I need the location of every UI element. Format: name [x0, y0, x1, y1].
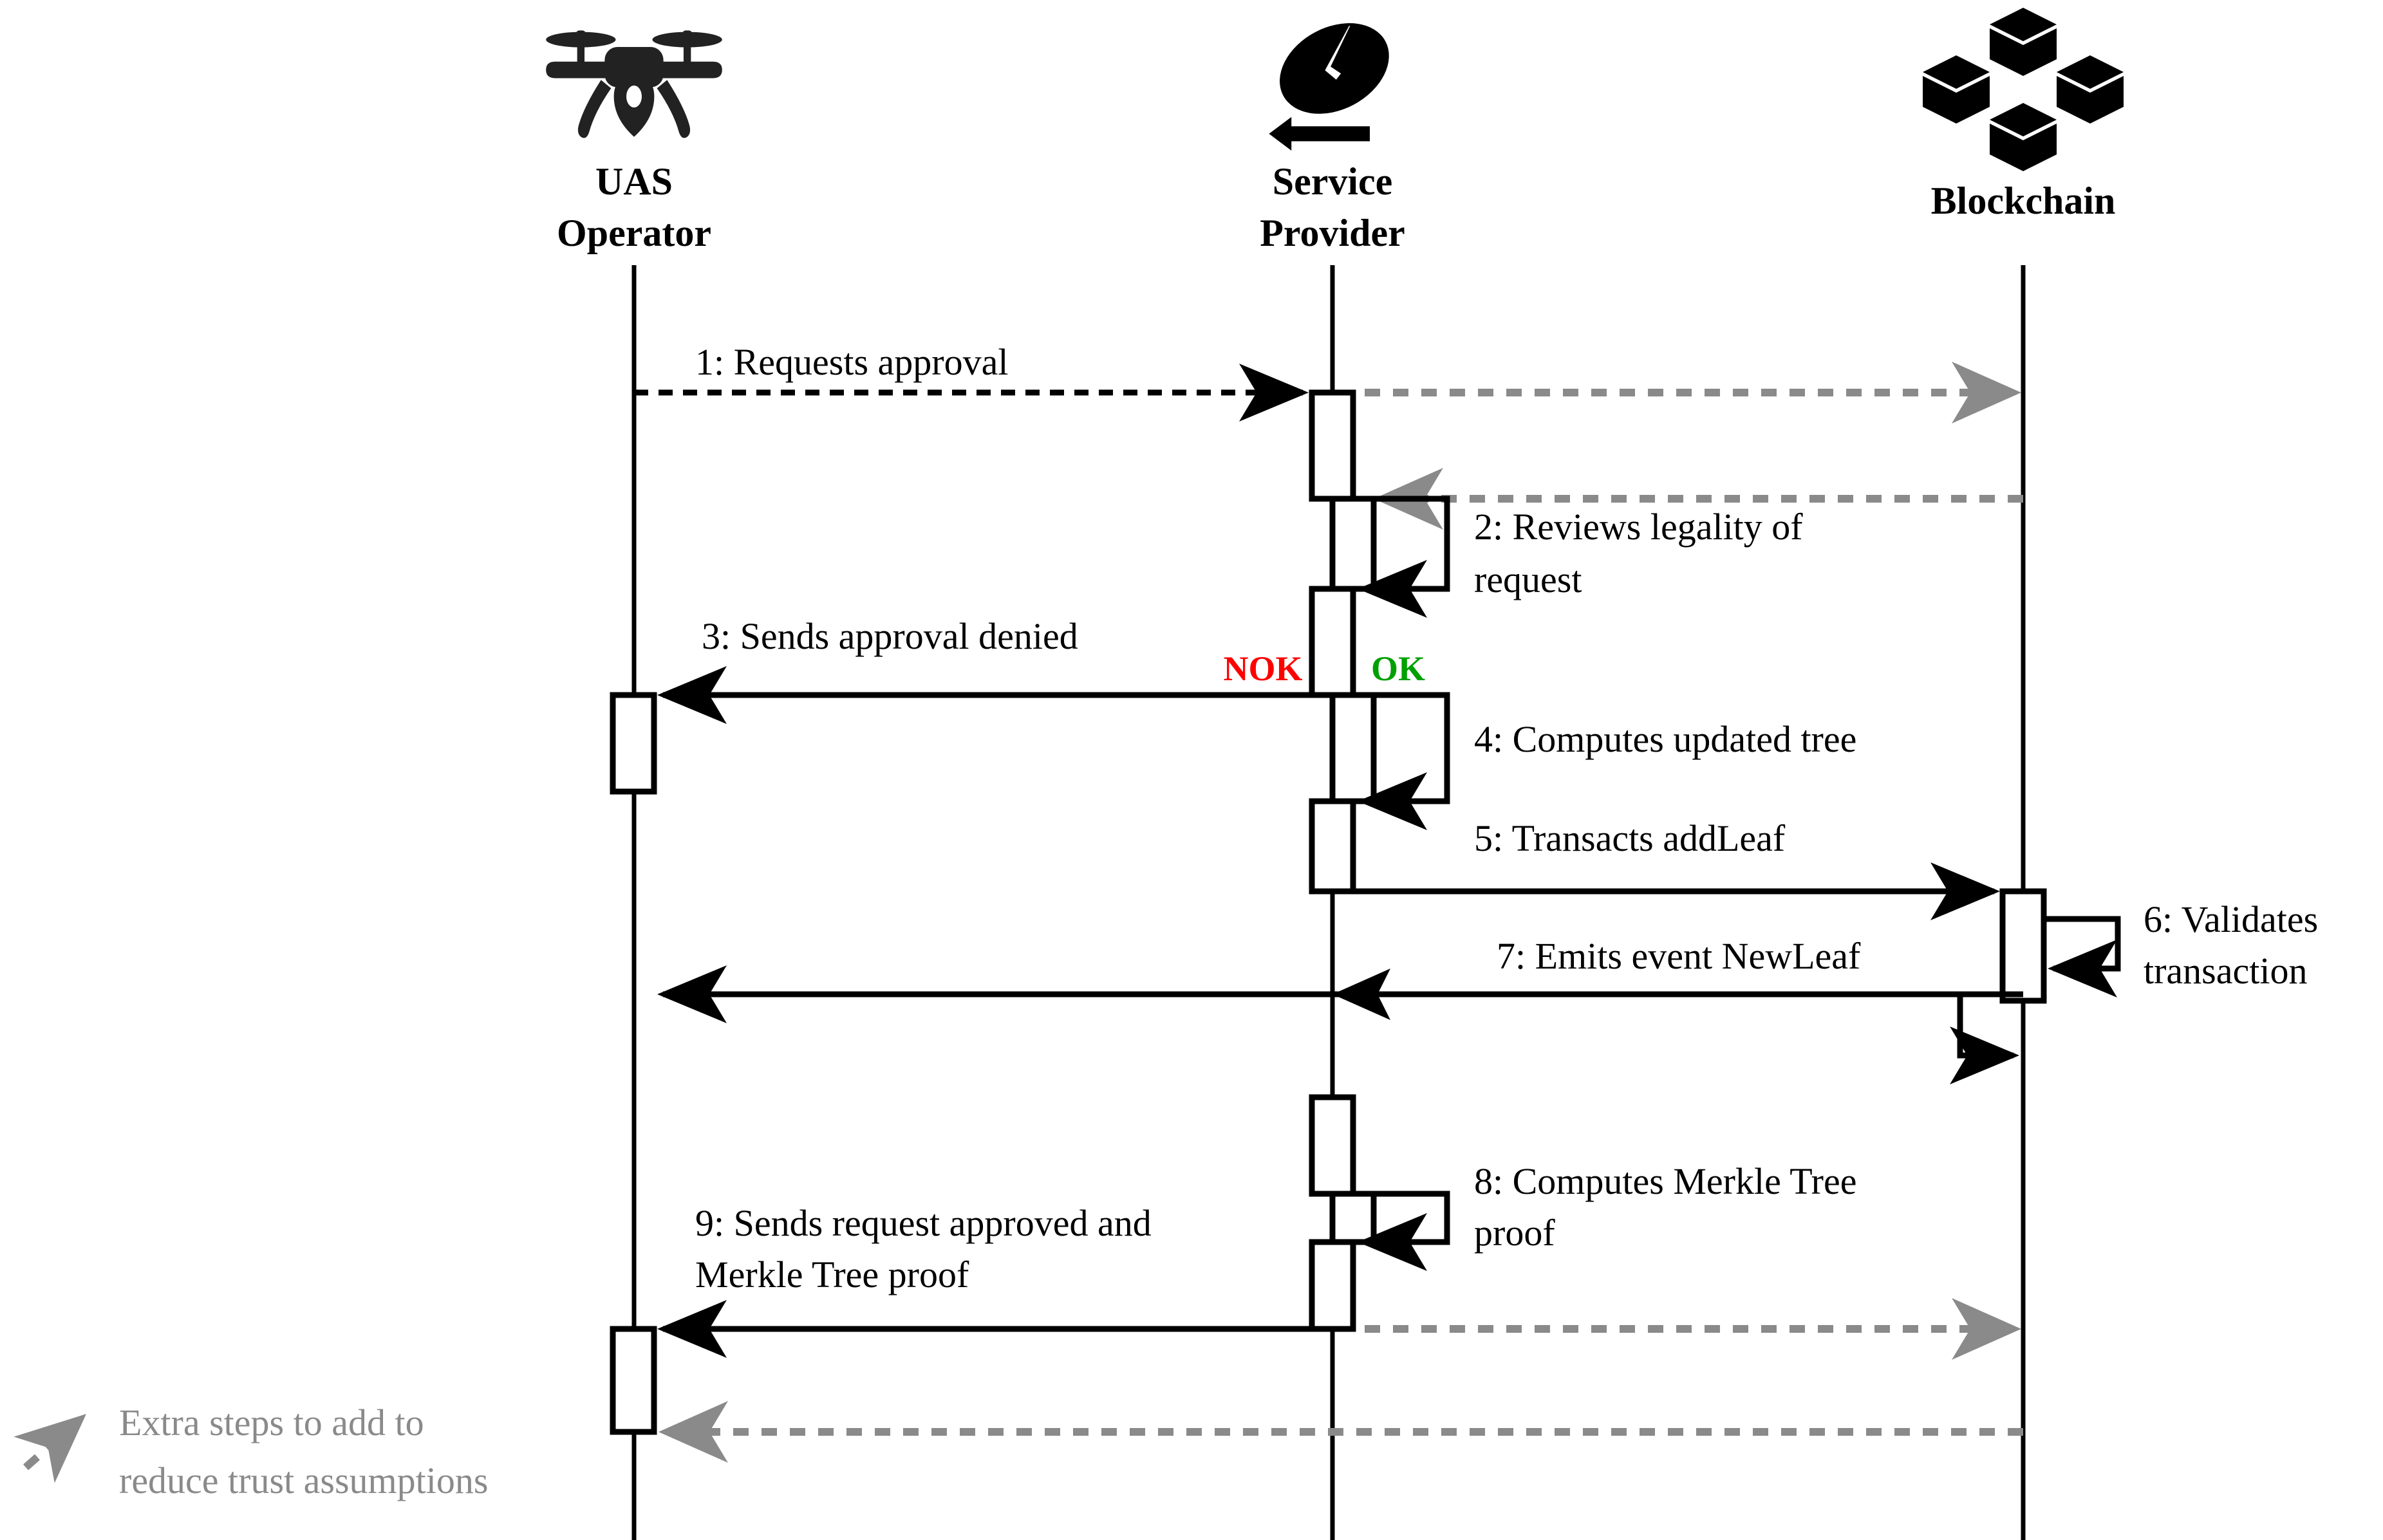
message-label-7-mono: NewLeaf [1722, 935, 1861, 977]
legend-dashed-arrow-icon [14, 1414, 86, 1483]
message-arrow-7-provider-head [1332, 969, 1390, 1020]
message-label-3: 3: Sends approval denied [702, 615, 1078, 657]
activation-provider-5 [1309, 798, 1356, 895]
drone-icon [546, 30, 722, 138]
message-label-9-line2: Merkle Tree proof [695, 1254, 969, 1295]
branch-label-nok: NOK [1223, 649, 1302, 688]
message-arrow-4-self [1358, 692, 1450, 830]
message-label-7: 7: Emits event NewLeaf [1497, 935, 1861, 977]
message-label-5: 5: Transacts addLeaf [1474, 817, 1786, 859]
activation-provider-2 [1329, 496, 1377, 592]
message-arrow-6-self [2044, 916, 2121, 997]
blockchain-cubes-icon [1923, 8, 2124, 171]
activation-provider-3 [1309, 586, 1356, 698]
actor-label-uas-line2: Operator [557, 212, 711, 254]
legend: Extra steps to add to reduce trust assum… [14, 1402, 488, 1501]
message-label-2-line1: 2: Reviews legality of [1474, 506, 1803, 548]
message-label-4: 4: Computes updated tree [1474, 718, 1856, 760]
message-label-8-line2: proof [1474, 1212, 1555, 1254]
message-arrow-2-self [1358, 496, 1450, 618]
activation-provider-6 [1309, 1094, 1356, 1197]
actor-label-blockchain: Blockchain [1931, 180, 2116, 222]
message-label-9-line1: 9: Sends request approved and [695, 1202, 1152, 1244]
actor-label-provider-line2: Provider [1260, 212, 1405, 254]
message-arrow-8-self [1358, 1191, 1450, 1271]
message-label-1: 1: Requests approval [695, 341, 1008, 383]
message-label-2-line2: request [1474, 559, 1582, 600]
legend-line2: reduce trust assumptions [119, 1460, 488, 1501]
activation-provider-7 [1329, 1191, 1377, 1245]
activation-blockchain-1 [1999, 888, 2047, 1004]
message-arrow-7-blockchain-step [1950, 994, 2019, 1084]
satellite-dish-icon [1269, 23, 1389, 151]
activation-uas-1 [610, 692, 657, 795]
branch-label-ok: OK [1371, 649, 1425, 688]
activation-provider-1 [1309, 389, 1356, 502]
legend-line1: Extra steps to add to [119, 1402, 424, 1443]
message-label-8-line1: 8: Computes Merkle Tree [1474, 1160, 1856, 1202]
message-label-6-line2: transaction [2144, 950, 2307, 992]
actor-label-provider-line1: Service [1273, 160, 1393, 203]
actor-label-uas-line1: UAS [595, 160, 673, 203]
activation-provider-8 [1309, 1239, 1356, 1332]
message-label-6-line1: 6: Validates [2144, 898, 2318, 940]
activation-provider-4 [1329, 692, 1377, 804]
activation-uas-2 [610, 1326, 657, 1435]
